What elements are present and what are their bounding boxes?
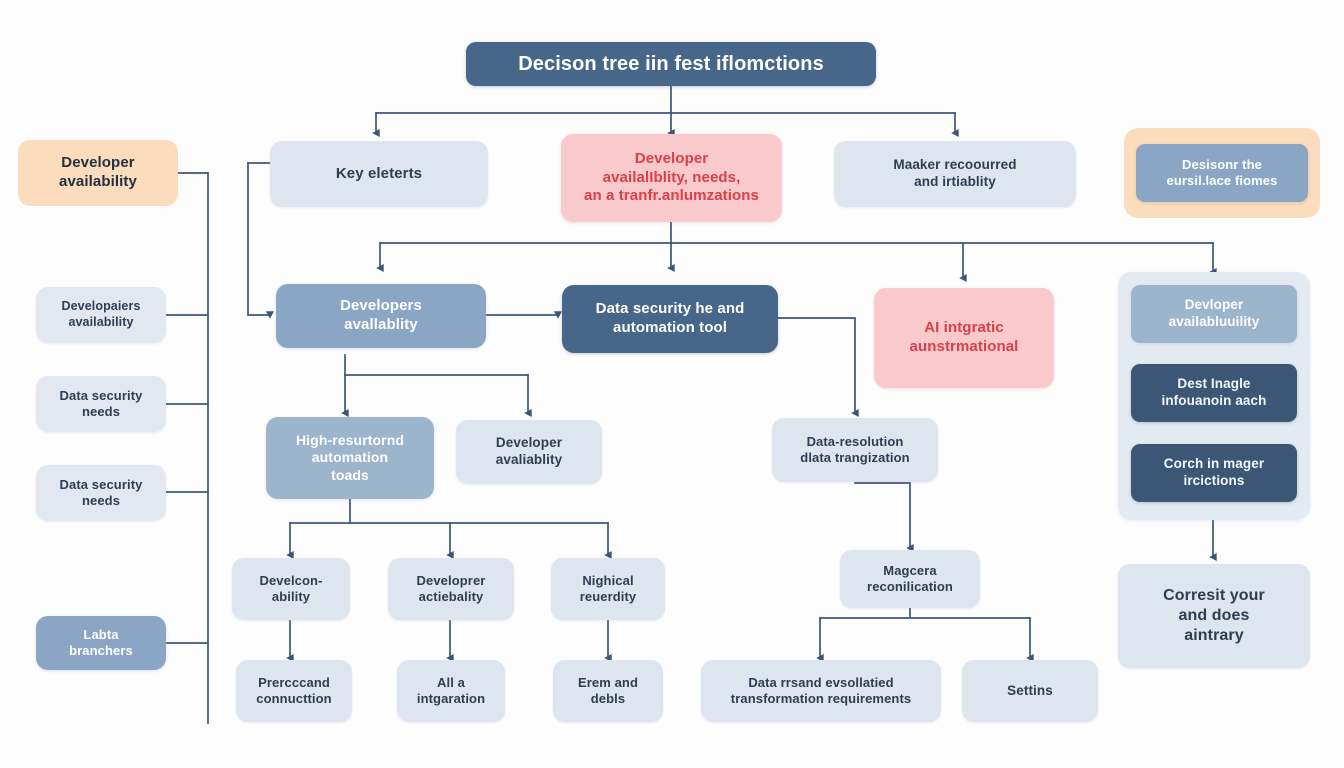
node-developers-availability[interactable]: Developers avallablity <box>276 284 486 348</box>
node-left-data-security-1[interactable] <box>36 376 166 432</box>
node-developer-availability-orange[interactable]: Developer availability <box>18 140 178 206</box>
node-erem-and-debls[interactable]: Erem and debls <box>553 660 663 722</box>
node-magcera-reconilication[interactable]: Magcera reconilication <box>840 550 980 608</box>
node-developer-availability-needs[interactable]: Developer availalIblity, needs, an a tra… <box>561 134 782 222</box>
node-root-title[interactable]: Decison tree iin fest iflomctions <box>466 42 876 86</box>
node-settins[interactable]: Settins <box>962 660 1098 722</box>
node-high-res-automation-tools[interactable]: High-resurtornd automation toads <box>266 417 434 499</box>
node-right-stack-item-2[interactable]: Corch in mager ircictions <box>1131 444 1297 502</box>
node-data-resolution[interactable]: Data-resolution dlata trangization <box>772 418 938 482</box>
node-develcon-ability[interactable]: Develcon- ability <box>232 558 350 620</box>
node-left-col-3-label: Labta branchers <box>69 626 133 658</box>
node-key-elements[interactable]: Key eleterts <box>270 141 488 207</box>
node-developer-avaliablity[interactable]: Developer avaliablity <box>456 420 602 484</box>
node-left-col-0-label: Developaiers availability <box>61 299 141 329</box>
node-market-resources[interactable]: Maaker recoourred and irtiablity <box>834 141 1076 207</box>
node-left-data-security-2[interactable] <box>36 465 166 521</box>
node-prercccand-connucttion[interactable]: Prercccand connucttion <box>236 660 352 722</box>
node-data-security-automation-tool[interactable]: Data security he and automation tool <box>562 285 778 353</box>
node-nighical-reuerdity[interactable]: Nighical reuerdity <box>551 558 665 620</box>
node-left-labta-branchers[interactable] <box>36 616 166 670</box>
node-ai-integration[interactable]: AI intgratic aunstrmational <box>874 288 1054 388</box>
node-right-stack-item-0[interactable]: Devloper availabluuility <box>1131 285 1297 343</box>
node-corresit-your[interactable]: Corresit your and does aintrary <box>1118 564 1310 668</box>
node-developrer-actiebality[interactable]: Developrer actiebality <box>388 558 514 620</box>
node-all-a-intgaration[interactable]: All a intgaration <box>397 660 505 722</box>
node-data-transformation-requirements[interactable]: Data rrsand evsollatied transformation r… <box>701 660 941 722</box>
node-right-stack-item-1[interactable]: Dest Inagle infouanoin aach <box>1131 364 1297 422</box>
node-design-the-surface[interactable]: Desisonr the eursil.lace fiomes <box>1136 144 1308 202</box>
node-left-col-1-label: Data security needs <box>59 387 143 419</box>
node-left-developers-availability[interactable] <box>36 287 166 343</box>
node-left-col-2-label: Data security needs <box>59 476 143 508</box>
